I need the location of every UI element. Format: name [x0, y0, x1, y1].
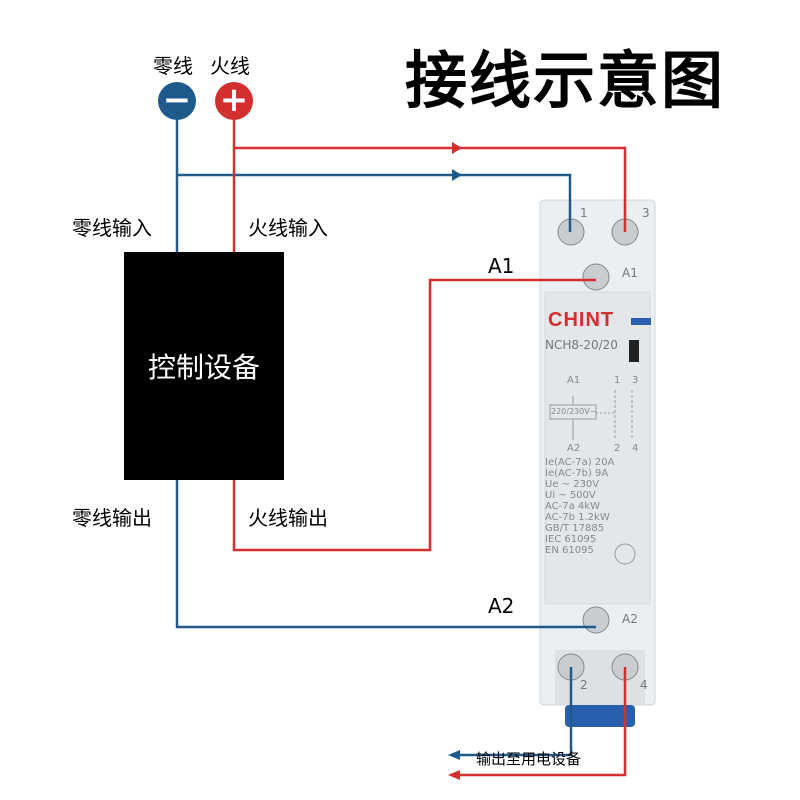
- spec-line: Ui ~ 500V: [545, 490, 596, 501]
- a1-wire-label: A1: [488, 254, 515, 278]
- live-input-label: 火线输入: [248, 216, 328, 240]
- neutral-output-label: 零线输出: [72, 506, 152, 530]
- terminal-3-label: 3: [642, 206, 650, 220]
- spec-line: Ie(AC-7b) 9A: [545, 468, 609, 479]
- live-terminal-icon: +: [215, 82, 253, 120]
- neutral-wires: [175, 118, 596, 757]
- spec-line: GB/T 17885: [545, 523, 605, 534]
- terminal-a2-label: A2: [622, 612, 638, 626]
- live-output-label: 火线输出: [248, 506, 328, 530]
- output-label: 输出至用电设备: [476, 750, 582, 768]
- coil-2-label: 2: [614, 443, 621, 454]
- live-wires: [232, 118, 627, 777]
- terminal-a1-label: A1: [622, 266, 638, 280]
- model-label: NCH8-20/20: [545, 338, 618, 352]
- coil-3-label: 3: [632, 375, 639, 386]
- brand-mark-icon: [631, 318, 651, 325]
- control-device-name: 控制设备: [147, 351, 260, 384]
- spec-line: IEC 61095: [545, 534, 597, 545]
- terminal-2-label: 2: [580, 678, 588, 692]
- coil-a1-label: A1: [567, 375, 581, 386]
- spec-line: EN 61095: [545, 545, 594, 556]
- spec-line: Ue ~ 230V: [545, 479, 600, 490]
- coil-4-label: 4: [632, 443, 639, 454]
- neutral-terminal-icon: −: [158, 82, 196, 120]
- terminal-1-label: 1: [580, 206, 588, 220]
- spec-list: Ie(AC-7a) 20A Ie(AC-7b) 9A Ue ~ 230V Ui …: [545, 457, 645, 556]
- coil-voltage-label: 220/230V~: [551, 407, 597, 416]
- brand-logo: CHINT: [548, 309, 615, 331]
- spec-line: AC-7a 4kW: [545, 501, 600, 512]
- coil-a2-label: A2: [567, 443, 581, 454]
- contactor-body: [539, 199, 656, 727]
- live-label: 火线: [210, 54, 250, 78]
- spec-line: Ie(AC-7a) 20A: [545, 457, 615, 468]
- diagram-title: 接线示意图: [405, 44, 726, 117]
- a2-wire-label: A2: [488, 594, 515, 618]
- terminal-4-label: 4: [640, 678, 648, 692]
- coil-1-label: 1: [614, 375, 621, 386]
- control-device-box: 控制设备: [124, 252, 284, 480]
- spec-line: AC-7b 1.2kW: [545, 512, 610, 523]
- neutral-input-label: 零线输入: [72, 216, 152, 240]
- neutral-label: 零线: [153, 54, 193, 78]
